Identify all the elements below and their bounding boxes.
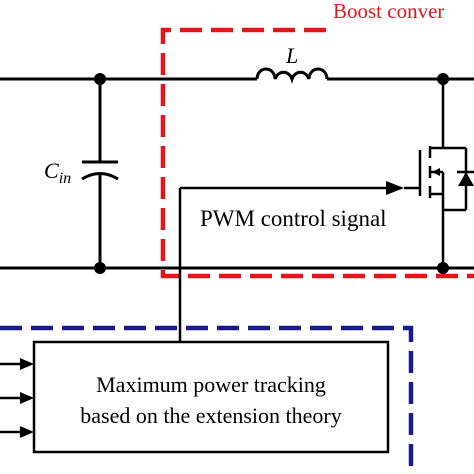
mppt-box-line2: based on the extension theory — [80, 403, 342, 428]
mppt-box-line1: Maximum power tracking — [96, 372, 326, 397]
mppt-input-arrows — [0, 358, 34, 438]
junction-dot-bottom-left — [94, 262, 106, 274]
mosfet-switch — [418, 79, 468, 268]
junction-dot-top-left — [94, 73, 106, 85]
body-diode — [458, 172, 474, 186]
boost-converter-boundary — [160, 27, 474, 279]
capacitor-label: Cin — [44, 158, 71, 187]
mppt-boundary — [0, 325, 414, 474]
pwm-signal-label: PWM control signal — [200, 206, 387, 231]
boost-converter-label: Boost conver — [333, 0, 444, 23]
pwm-signal-arrow — [386, 181, 404, 195]
mppt-controller-box — [32, 340, 390, 454]
inductor-label: L — [285, 43, 298, 68]
mosfet-arrow — [432, 168, 440, 176]
inductor — [255, 67, 329, 85]
